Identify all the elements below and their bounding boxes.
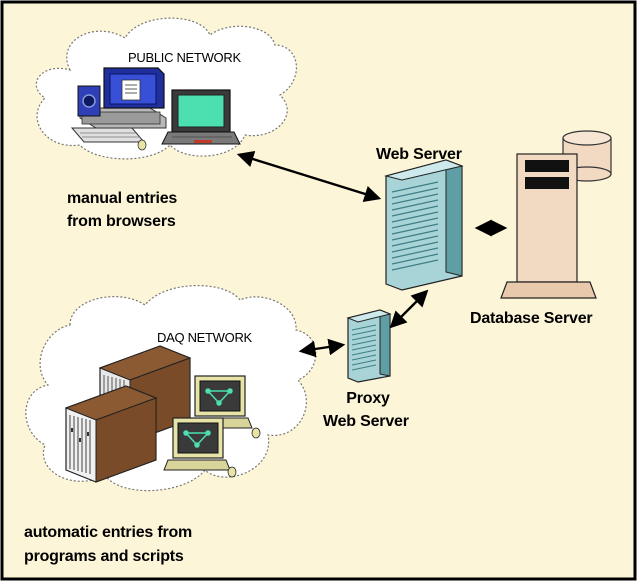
web-server-label: Web Server: [376, 146, 462, 163]
vme-crate-front-icon: [64, 385, 158, 483]
manual-entries-label-line2: from browsers: [67, 213, 176, 230]
proxy-server-icon: [346, 309, 392, 383]
automatic-entries-label-line2: programs and scripts: [24, 548, 184, 565]
proxy-label-line2: Web Server: [323, 413, 409, 430]
connector-daq-to-proxy: [298, 338, 346, 358]
connector-proxy-to-web: [389, 289, 429, 329]
web-server-icon: [384, 159, 464, 291]
public-network-label: PUBLIC NETWORK: [128, 50, 241, 65]
automatic-entries-label-line1: automatic entries from: [24, 524, 193, 541]
database-server-label: Database Server: [470, 310, 593, 327]
terminal-icon-lower: [163, 417, 237, 478]
database-server-icon: [500, 130, 612, 299]
manual-entries-label-line1: manual entries: [67, 190, 178, 207]
connector-public-to-web: [236, 150, 382, 203]
daq-network-label: DAQ NETWORK: [157, 330, 252, 345]
laptop-icon: [161, 89, 241, 145]
proxy-label-line1: Proxy: [346, 390, 390, 407]
workstation-icon: [70, 67, 167, 151]
